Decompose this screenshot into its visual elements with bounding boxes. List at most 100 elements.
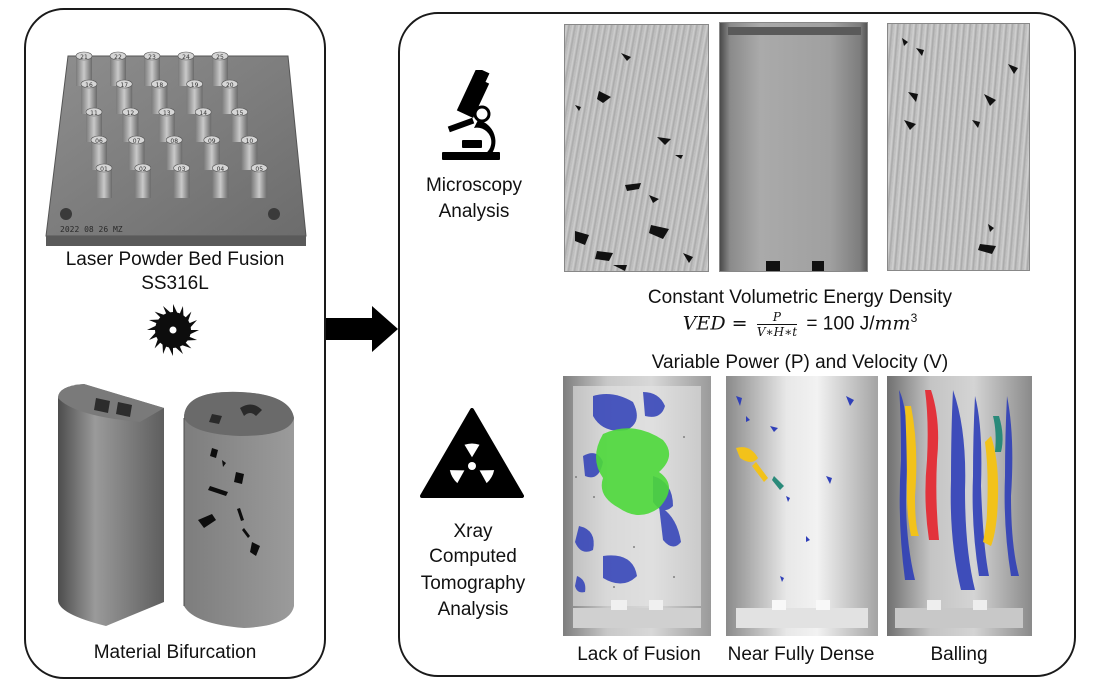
saw-tooth (168, 346, 173, 356)
ct-pore-clusters (573, 386, 701, 628)
sample-number: 15 (236, 110, 244, 117)
bolt-hole (268, 208, 280, 220)
variable-label: Variable Power (P) and Velocity (V) (651, 352, 949, 373)
sample-pin: 20 (221, 79, 239, 114)
sample-number: 03 (178, 166, 186, 173)
plate-engraving: 2022 08 26 MZ (60, 225, 123, 234)
build-title-line2: SS316L (141, 273, 209, 294)
sample-pin: 24 (177, 51, 195, 86)
sample-number: 04 (217, 166, 225, 173)
ved-lhs: VED = (682, 312, 748, 335)
sample-pin: 09 (203, 135, 221, 170)
sample-pin: 22 (109, 51, 127, 86)
ved-value: = 100 J/ (806, 313, 875, 335)
xray-label-line2: Computed (429, 546, 517, 567)
ct-pore-clusters (736, 396, 868, 628)
sample-pin: 10 (241, 135, 258, 170)
micrograph-balling (887, 23, 1030, 271)
microscopy-label-line1: Microscopy (425, 175, 523, 196)
saw-blade-icon (147, 304, 199, 356)
ved-unit: mm (874, 312, 911, 335)
saw-tooth (147, 325, 157, 330)
sample-number: 11 (90, 110, 98, 117)
sample-number: 18 (156, 82, 164, 89)
sample-number: 10 (246, 138, 254, 145)
build-plate-image: 21 22 23 24 25 16 17 18 19 20 11 12 13 14 15 06 07 08 09 10… (45, 51, 307, 246)
xray-label-line3: Tomography (420, 573, 526, 594)
micrograph-lack-of-fusion (564, 24, 709, 272)
ct-pore-clusters (895, 390, 1023, 628)
sample-pin: 14 (194, 107, 212, 142)
radiation-warning-icon (420, 408, 524, 498)
ct-scan-lack-of-fusion (563, 376, 711, 636)
caption-lack-of-fusion: Lack of Fusion (577, 644, 701, 665)
micrograph-pores (575, 53, 693, 271)
ved-fraction: P V∗H∗t (756, 310, 798, 339)
ved-title: Constant Volumetric Energy Density (647, 287, 953, 308)
saw-tooth (174, 345, 183, 355)
sample-number: 09 (208, 138, 216, 145)
ct-scan-balling (887, 376, 1032, 636)
sample-number: 13 (163, 110, 171, 117)
sample-number: 02 (139, 166, 147, 173)
sample-pin: 16 (80, 79, 98, 114)
sample-pin: 12 (122, 107, 139, 142)
sample-number: 07 (133, 138, 141, 145)
ct-scan-near-fully-dense (726, 376, 878, 636)
sample-pin: 05 (250, 163, 268, 198)
ved-numerator: P (756, 310, 798, 325)
build-title-line1: Laser Powder Bed Fusion (65, 249, 285, 270)
xray-label-line4: Analysis (437, 599, 509, 620)
sample-number: 05 (255, 166, 263, 173)
caption-balling: Balling (930, 644, 988, 665)
saw-tooth (188, 320, 198, 329)
sample-pin: 19 (186, 79, 203, 114)
sample-pin: 03 (173, 163, 190, 198)
sample-number: 24 (182, 54, 190, 61)
ved-unit-exponent: 3 (910, 311, 918, 326)
sample-number: 25 (216, 54, 224, 61)
microscope-icon (442, 70, 500, 160)
sample-pin: 06 (90, 135, 108, 170)
sample-number: 08 (170, 138, 178, 145)
material-bifurcation-label: Material Bifurcation (93, 642, 257, 663)
sample-pin: 13 (158, 107, 176, 142)
sample-pin: 11 (85, 107, 103, 142)
sample-pin: 18 (151, 79, 168, 114)
bifurcated-sample-image (58, 384, 294, 628)
left-half-cylinder (58, 384, 164, 626)
caption-near-fully-dense: Near Fully Dense (727, 644, 875, 665)
sample-number: 19 (191, 82, 199, 89)
right-half-cylinder (183, 391, 294, 628)
xray-label-line1: Xray (453, 521, 493, 542)
ved-denominator: V∗H∗t (756, 325, 798, 339)
sample-pin: 01 (95, 163, 113, 198)
sample-pin: 02 (134, 163, 152, 198)
bolt-hole (60, 208, 72, 220)
microscopy-label-line2: Analysis (438, 201, 510, 222)
sample-number: 16 (85, 82, 93, 89)
sample-pin: 25 (211, 51, 229, 86)
sample-pin: 08 (165, 135, 183, 170)
saw-tooth (163, 305, 172, 315)
sample-pin: 17 (115, 79, 133, 114)
sample-number: 06 (95, 138, 103, 145)
ved-formula: VED = P V∗H∗t = 100 J/mm3 (530, 310, 1070, 339)
sample-number: 21 (80, 54, 88, 61)
sample-pins: 21 22 23 24 25 16 17 18 19 20 11 12 13 14 15 06 07 08 09 10… (75, 51, 268, 198)
saw-tooth (148, 331, 158, 340)
process-arrow (326, 306, 398, 352)
sample-number: 14 (199, 110, 207, 117)
build-plate-edge (46, 236, 306, 246)
micrograph-near-fully-dense (719, 22, 868, 272)
sample-pin: 07 (128, 135, 145, 170)
sample-pin: 15 (231, 107, 248, 142)
saw-tooth (173, 304, 178, 314)
micrograph-pores (902, 38, 1018, 254)
sample-number: 23 (148, 54, 156, 61)
saw-tooth (189, 330, 199, 335)
sample-number: 17 (120, 82, 128, 89)
sample-pin: 04 (212, 163, 229, 198)
sample-number: 01 (100, 166, 108, 173)
sample-pin: 21 (75, 51, 93, 86)
